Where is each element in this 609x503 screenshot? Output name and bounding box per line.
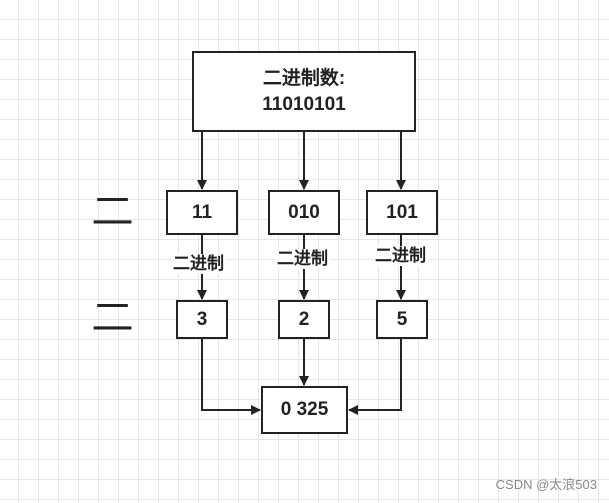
binary-group-2-value: 010 <box>288 201 320 223</box>
octal-result-value: 0 325 <box>280 399 329 420</box>
edge-label-group-1: 二进制 <box>171 254 226 274</box>
octal-result-box: 0 325 <box>261 386 348 434</box>
watermark-text: CSDN @太浪503 <box>495 477 597 492</box>
octal-digit-2-box: 2 <box>278 300 330 339</box>
binary-group-1-value: 11 <box>191 201 213 223</box>
octal-digit-2-value: 2 <box>298 308 310 330</box>
binary-group-1-box: 11 <box>166 190 238 235</box>
root-label: 二进制数: <box>262 67 346 89</box>
binary-group-3-value: 101 <box>386 201 418 223</box>
edge-label-group-2: 二进制 <box>275 249 330 269</box>
edge-label-group-3: 二进制 <box>373 246 428 266</box>
root-binary-box: 二进制数: 11010101 <box>192 51 416 132</box>
octal-digit-1-value: 3 <box>196 308 208 330</box>
octal-digit-3-value: 5 <box>396 308 408 330</box>
octal-digit-1-box: 3 <box>176 300 228 339</box>
root-binary-value: 11010101 <box>262 93 346 115</box>
arrow-octal-3-to-result <box>348 338 402 415</box>
side-mark-2: 二 <box>91 297 134 338</box>
arrow-octal-1-to-result <box>201 338 261 415</box>
binary-group-2-box: 010 <box>268 190 340 235</box>
binary-group-3-box: 101 <box>366 190 438 235</box>
octal-digit-3-box: 5 <box>376 300 428 339</box>
side-mark-1: 二 <box>91 191 134 232</box>
